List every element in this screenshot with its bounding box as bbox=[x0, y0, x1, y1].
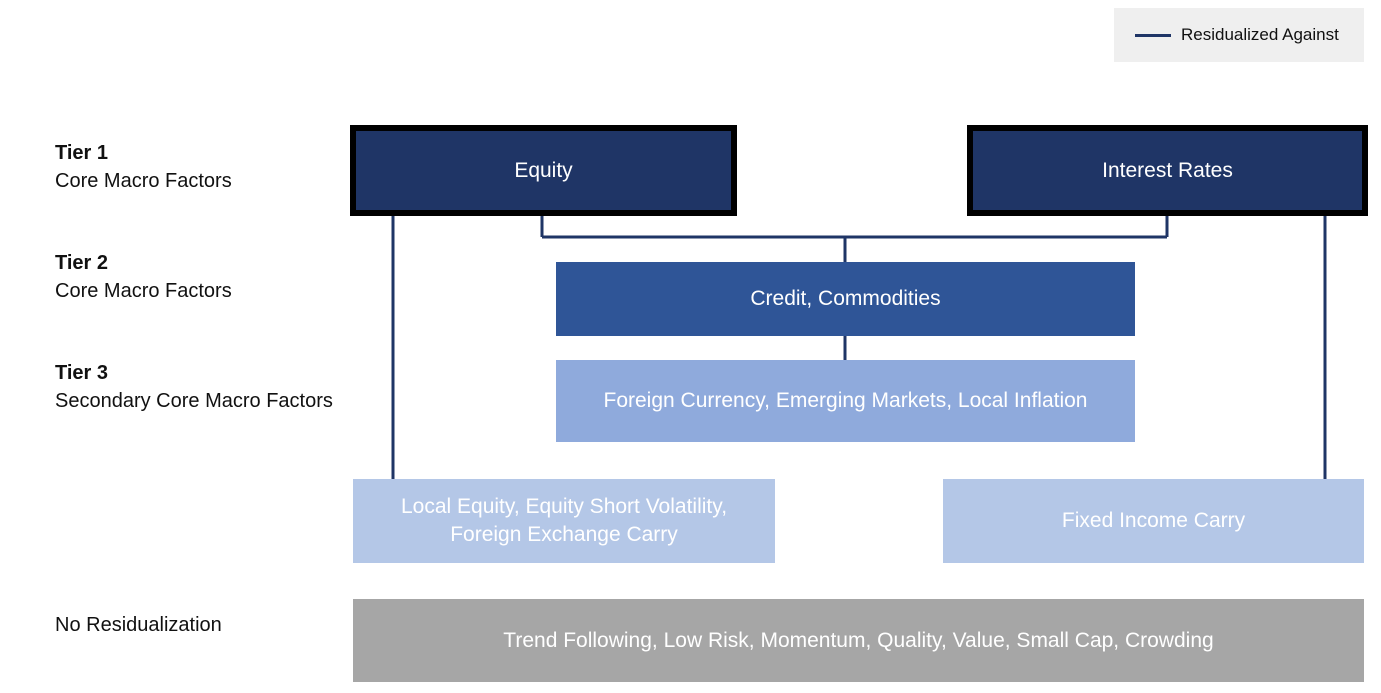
interest-rates-box: Interest Rates bbox=[967, 125, 1368, 216]
equity-derived-box-line1: Local Equity, Equity Short Volatility, bbox=[400, 495, 728, 518]
equity-box-label: Equity bbox=[514, 158, 573, 182]
legend-label: Residualized Against bbox=[1181, 25, 1339, 44]
credit-commodities-box: Credit, Commodities bbox=[556, 262, 1135, 336]
tier3-factors-box: Foreign Currency, Emerging Markets, Loca… bbox=[556, 360, 1135, 442]
interest-rates-box-label: Interest Rates bbox=[1102, 158, 1233, 182]
equity-derived-box: Local Equity, Equity Short Volatility, F… bbox=[353, 479, 775, 563]
tier2-label: Tier 2 Core Macro Factors bbox=[55, 249, 232, 305]
fixed-income-carry-box-label: Fixed Income Carry bbox=[1061, 509, 1246, 532]
no-residualization-box-label: Trend Following, Low Risk, Momentum, Qua… bbox=[503, 628, 1214, 652]
fixed-income-carry-box: Fixed Income Carry bbox=[943, 479, 1364, 563]
tier1-title: Tier 1 bbox=[55, 142, 108, 164]
tier2-subtitle: Core Macro Factors bbox=[55, 280, 232, 302]
legend: Residualized Against bbox=[1114, 8, 1364, 62]
tier2-title: Tier 2 bbox=[55, 252, 108, 274]
legend-line-swatch bbox=[1135, 33, 1171, 37]
no-residualization-box: Trend Following, Low Risk, Momentum, Qua… bbox=[353, 599, 1364, 682]
no-residualization-label: No Residualization bbox=[55, 611, 222, 639]
tier3-subtitle: Secondary Core Macro Factors bbox=[55, 390, 333, 412]
tier3-title: Tier 3 bbox=[55, 362, 108, 384]
equity-derived-box-line2: Foreign Exchange Carry bbox=[450, 523, 678, 546]
tier3-label: Tier 3 Secondary Core Macro Factors bbox=[55, 359, 333, 415]
tier3-factors-box-label: Foreign Currency, Emerging Markets, Loca… bbox=[603, 389, 1088, 412]
tier1-subtitle: Core Macro Factors bbox=[55, 170, 232, 192]
tier1-label: Tier 1 Core Macro Factors bbox=[55, 139, 232, 195]
equity-box: Equity bbox=[350, 125, 737, 216]
no-residualization-title: No Residualization bbox=[55, 614, 222, 636]
credit-commodities-box-label: Credit, Commodities bbox=[750, 287, 941, 310]
